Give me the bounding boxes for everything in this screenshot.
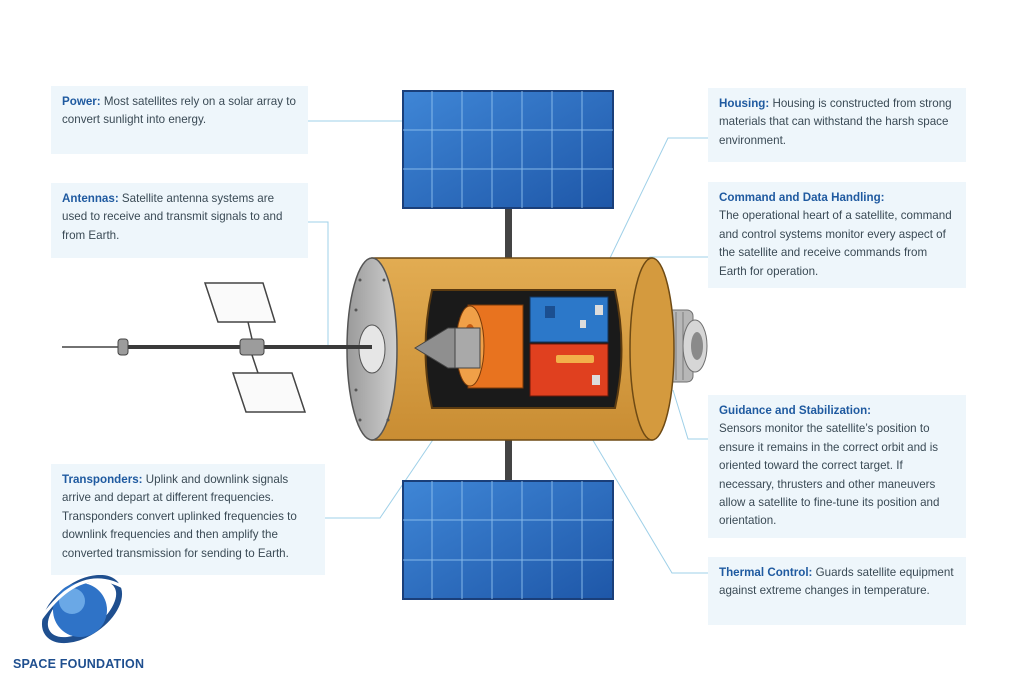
callout-thermal-title: Thermal Control: [719,566,813,579]
antenna-assembly [62,282,372,413]
cutaway-interior [414,289,623,409]
antenna-dish-lower [231,372,307,413]
upper-panel-mast [505,207,512,272]
upper-solar-panel [402,90,614,209]
leader-guidance [672,389,708,440]
callout-guidance: Guidance and Stabilization: Sensors moni… [708,395,966,538]
callout-transponders-title: Transponders: [62,473,143,486]
logo-wordmark: SPACE FOUNDATION [13,657,145,671]
thermal-module-box [529,343,609,397]
callout-thermal-text: Guards satellite equipment against extre… [719,566,954,598]
leader-housing [609,137,708,259]
callout-housing: Housing: Housing is constructed from str… [708,88,966,162]
callout-command-text: The operational heart of a satellite, co… [719,209,952,278]
leader-lines [308,120,708,574]
callout-antennas: Antennas: Satellite antenna systems are … [51,183,308,258]
lower-panel-mast [505,436,512,482]
leader-antennas [308,221,329,347]
callout-antennas-text: Satellite antenna systems are used to re… [62,192,283,242]
leader-thermal [559,384,708,574]
callout-power: Power: Most satellites rely on a solar a… [51,86,308,154]
space-foundation-logo [38,564,129,644]
callout-antennas-title: Antennas: [62,192,119,205]
command-module-box [529,296,609,343]
callout-power-text: Most satellites rely on a solar array to… [62,95,296,127]
callout-transponders-text: Uplink and downlink signals arrive and d… [62,473,297,560]
callout-power-title: Power: [62,95,101,108]
callout-housing-text: Housing is constructed from strong mater… [719,97,952,147]
antenna-dish-upper [203,282,277,323]
callout-housing-title: Housing: [719,97,770,110]
callout-thermal: Thermal Control: Guards satellite equipm… [708,557,966,625]
callout-transponders: Transponders: Uplink and downlink signal… [51,464,325,575]
callout-guidance-title: Guidance and Stabilization: [719,404,872,417]
callout-command-title: Command and Data Handling: [719,191,885,204]
lower-solar-panel [402,480,614,600]
callout-guidance-text: Sensors monitor the satellite’s position… [719,422,940,528]
callout-command: Command and Data Handling: The operation… [708,182,966,288]
